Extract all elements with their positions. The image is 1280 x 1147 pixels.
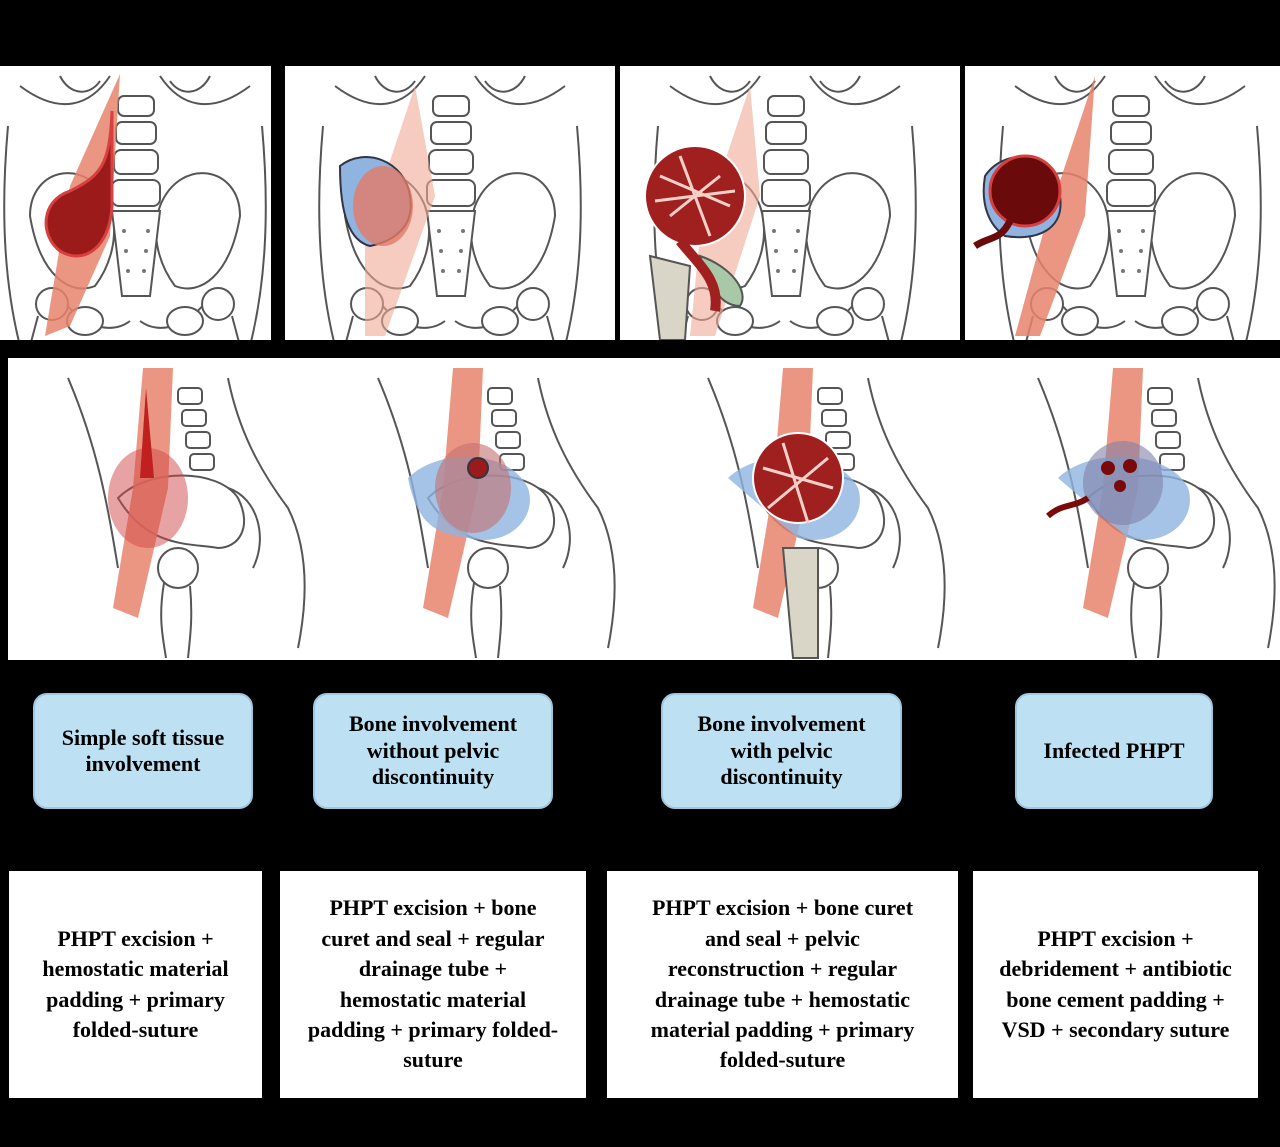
procedure-box-2: PHPT excision + bone curet and seal + re… (280, 871, 586, 1098)
procedure-box-1: PHPT excision + hemostatic material padd… (9, 871, 262, 1098)
illustration-front-4 (965, 66, 1280, 340)
illustration-front-2 (285, 66, 615, 340)
category-box-4: Infected PHPT (1015, 693, 1213, 809)
category-box-3: Bone involvement with pelvic discontinui… (661, 693, 902, 809)
category-box-1: Simple soft tissue involvement (33, 693, 253, 809)
procedure-box-3: PHPT excision + bone curet and seal + pe… (607, 871, 958, 1098)
category-box-2: Bone involvement without pelvic disconti… (313, 693, 553, 809)
illustration-front-3 (620, 66, 960, 340)
illustration-row-2 (8, 358, 1280, 660)
illustration-front-1 (0, 66, 271, 340)
procedure-box-4: PHPT excision + debridement + antibiotic… (973, 871, 1258, 1098)
